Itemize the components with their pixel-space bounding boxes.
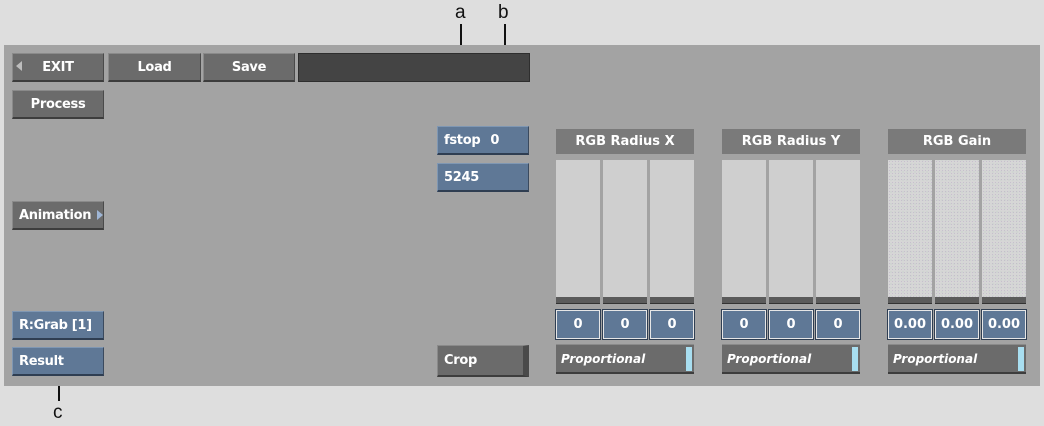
radius-y-b-slider[interactable] [816,297,860,304]
radius-x-g-value[interactable]: 0 [602,309,648,340]
gain-g-track [935,160,979,297]
value-field[interactable]: 5245 [437,163,529,192]
exit-label: EXIT [42,59,74,75]
process-button[interactable]: Process [12,90,104,119]
rgb-radius-x-header: RGB Radius X [556,129,694,154]
radius-x-mode-label: Proportional [561,351,646,366]
load-button[interactable]: Load [108,53,201,82]
grab-button[interactable]: R:Grab [1] [12,311,104,340]
radius-x-b-slider[interactable] [650,297,694,304]
radius-y-g-track [769,160,813,297]
name-field[interactable] [298,53,530,82]
fstop-label: fstop [444,132,481,148]
radius-y-g-value[interactable]: 0 [768,309,814,340]
radius-x-r-slider[interactable] [556,297,600,304]
animation-button[interactable]: Animation [12,201,104,230]
gain-b-track [982,160,1026,297]
gain-mode-label: Proportional [893,351,978,366]
radius-y-r-value[interactable]: 0 [721,309,767,340]
crop-button[interactable]: Crop [437,345,529,377]
fstop-field[interactable]: fstop 0 [437,126,529,155]
radius-y-mode-indicator [852,347,858,371]
gain-g-value[interactable]: 0.00 [934,309,980,340]
gain-r-slider[interactable] [888,297,932,304]
exit-button[interactable]: EXIT [12,53,104,82]
radius-x-b-track [650,160,694,297]
gain-mode-indicator [1018,347,1024,371]
gain-g-slider[interactable] [935,297,979,304]
radius-x-r-track [556,160,600,297]
animation-label: Animation [19,207,92,223]
gain-b-value[interactable]: 0.00 [981,309,1027,340]
rgb-gain-header: RGB Gain [888,129,1026,154]
radius-x-mode-indicator [686,347,692,371]
radius-x-mode[interactable]: Proportional [556,344,694,374]
back-arrow-icon [16,61,22,71]
radius-x-g-slider[interactable] [603,297,647,304]
gain-r-track [888,160,932,297]
radius-y-b-track [816,160,860,297]
radius-y-mode[interactable]: Proportional [722,344,860,374]
callout-c: c [53,402,63,423]
fstop-value: 0 [490,132,500,148]
callout-a: a [455,2,466,23]
tool-panel: EXIT Load Save Process Animation R:Grab … [4,45,1040,386]
radius-y-g-slider[interactable] [769,297,813,304]
rgb-radius-y-header: RGB Radius Y [722,129,860,154]
expand-arrow-icon [97,210,104,220]
radius-y-mode-label: Proportional [727,351,812,366]
callout-b: b [498,2,509,23]
radius-x-g-track [603,160,647,297]
radius-y-r-slider[interactable] [722,297,766,304]
gain-mode[interactable]: Proportional [888,344,1026,374]
gain-b-slider[interactable] [982,297,1026,304]
save-button[interactable]: Save [203,53,295,82]
radius-y-b-value[interactable]: 0 [815,309,861,340]
result-button[interactable]: Result [12,347,104,376]
gain-r-value[interactable]: 0.00 [887,309,933,340]
radius-x-r-value[interactable]: 0 [555,309,601,340]
radius-x-b-value[interactable]: 0 [649,309,695,340]
radius-y-r-track [722,160,766,297]
